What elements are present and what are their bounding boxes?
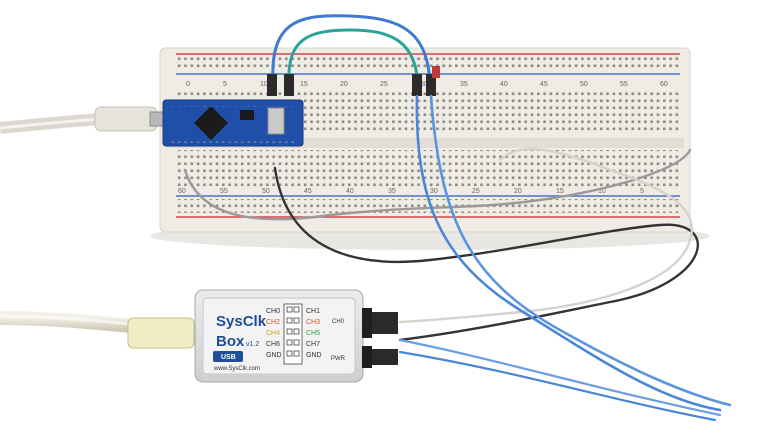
header-pins bbox=[283, 303, 303, 365]
bb-bottom-num: 60 bbox=[178, 188, 186, 195]
logic-analyzer-icon: SysClk Box v1.2 USB www.SysClk.com CH0 C… bbox=[194, 289, 364, 383]
bb-bottom-num: 15 bbox=[556, 188, 564, 195]
wires-probe bbox=[183, 147, 699, 342]
bb-top-num: 20 bbox=[340, 81, 348, 88]
wires-jumper bbox=[267, 14, 440, 96]
device-version: v1.2 bbox=[246, 341, 259, 348]
bb-bottom-num: 10 bbox=[598, 188, 606, 195]
wire-blue-2 bbox=[429, 94, 732, 407]
channel-label-right: CH1 bbox=[306, 308, 320, 315]
bb-bottom-num: 55 bbox=[220, 188, 228, 195]
bb-top-num: 10 bbox=[260, 81, 268, 88]
wire-end-3 bbox=[412, 74, 422, 96]
bb-bottom-num: 45 bbox=[304, 188, 312, 195]
bb-top-num: 55 bbox=[620, 81, 628, 88]
breadboard-top-numbers: 0 5 10 15 20 25 30 35 40 45 50 55 60 bbox=[186, 81, 668, 88]
bb-bottom-num: 20 bbox=[514, 188, 522, 195]
channel-label-left: CH6 bbox=[266, 341, 280, 348]
bb-top-num: 35 bbox=[460, 81, 468, 88]
bb-top-num: 25 bbox=[380, 81, 388, 88]
breadboard-bottom-numbers: 60 55 50 45 40 35 30 25 20 15 10 5 bbox=[178, 188, 644, 195]
wire-white bbox=[398, 147, 693, 324]
wire-gray bbox=[183, 148, 692, 221]
bb-bottom-num: 5 bbox=[640, 188, 644, 195]
bb-bottom-num: 50 bbox=[262, 188, 270, 195]
wire-green-loop bbox=[287, 28, 420, 92]
device-url: www.SysClk.com bbox=[213, 366, 260, 372]
bb-top-num: 0 bbox=[186, 81, 190, 88]
wire-blue-4 bbox=[398, 350, 717, 422]
channel-label-right: CH3 bbox=[306, 319, 320, 326]
usb-logo-text: USB bbox=[221, 354, 236, 361]
wire-blue-3 bbox=[398, 338, 722, 417]
channel-label-left: CH2 bbox=[266, 319, 280, 326]
bb-bottom-num: 25 bbox=[472, 188, 480, 195]
channel-label-left: GND bbox=[266, 352, 282, 359]
arduino-nano-icon bbox=[162, 99, 304, 147]
bb-top-num: 60 bbox=[660, 81, 668, 88]
device-brand-line1: SysClk bbox=[216, 313, 267, 330]
usb-cable-icon bbox=[0, 106, 171, 134]
port-label-top: CH0 bbox=[332, 319, 345, 325]
bb-top-num: 50 bbox=[580, 81, 588, 88]
bb-top-num: 40 bbox=[500, 81, 508, 88]
channel-label-right: CH7 bbox=[306, 341, 320, 348]
port-label-bottom: PWR bbox=[331, 356, 346, 362]
usb-cable-device bbox=[0, 311, 195, 349]
bb-top-num: 5 bbox=[223, 81, 227, 88]
channel-label-right: CH5 bbox=[306, 330, 320, 337]
wire-end-1 bbox=[267, 74, 277, 96]
wire-end-4 bbox=[426, 74, 436, 96]
channel-label-right: GND bbox=[306, 352, 322, 359]
device-connectors bbox=[362, 308, 398, 368]
bb-top-num: 45 bbox=[540, 81, 548, 88]
wire-end-red bbox=[432, 66, 440, 78]
channel-label-left: CH4 bbox=[266, 330, 280, 337]
bb-top-num: 30 bbox=[420, 81, 428, 88]
bb-bottom-num: 35 bbox=[388, 188, 396, 195]
channel-label-left: CH0 bbox=[266, 308, 280, 315]
device-brand-line2: Box bbox=[216, 333, 245, 350]
bb-bottom-num: 30 bbox=[430, 188, 438, 195]
bb-bottom-num: 40 bbox=[346, 188, 354, 195]
wire-end-2 bbox=[284, 74, 294, 96]
usb-logo-icon bbox=[213, 351, 243, 362]
wires-blue-long bbox=[398, 94, 732, 422]
wire-blue-loop bbox=[271, 14, 432, 92]
wire-blue-1 bbox=[415, 94, 722, 412]
wire-dark bbox=[273, 166, 699, 342]
bb-top-num: 15 bbox=[300, 81, 308, 88]
